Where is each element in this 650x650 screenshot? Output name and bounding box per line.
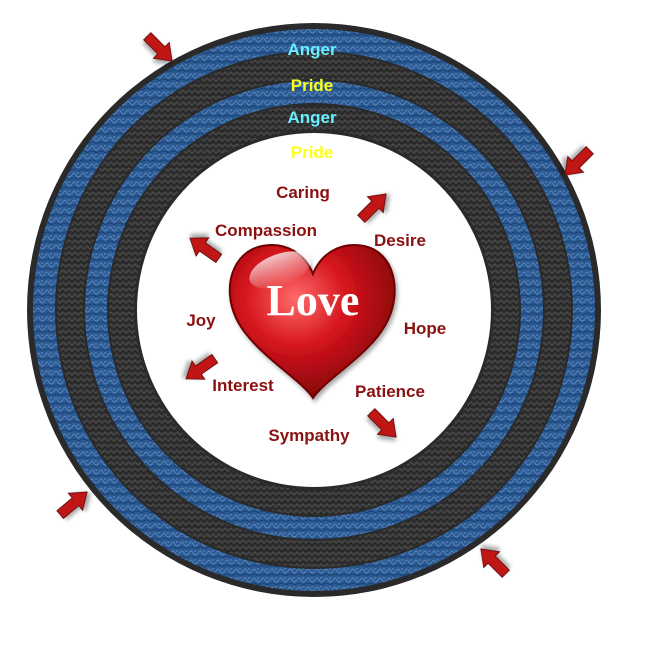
arrows [56,32,594,578]
arrow-icon [56,491,88,520]
emotion-caring: Caring [276,183,330,202]
emotion-patience: Patience [355,382,425,401]
ring-label-anger-inner: Anger [287,108,337,127]
arrow-icon [564,146,594,176]
emotion-hope: Hope [404,319,447,338]
arrow-icon [143,32,173,62]
emotion-interest: Interest [212,376,274,395]
ring-label-pride-outer: Pride [291,76,334,95]
arrow-icon [480,548,510,578]
arrow-icon [189,237,223,264]
ring-label-pride-inner: Pride [291,143,334,162]
emotion-sympathy: Sympathy [268,426,350,445]
ring-label-anger-outer: Anger [287,40,337,59]
emotion-joy: Joy [186,311,216,330]
arrow-icon [185,353,219,380]
inner-emotions: Caring Compassion Desire Joy Hope Intere… [186,183,446,445]
center-love-label: Love [267,276,360,325]
emotion-desire: Desire [374,231,426,250]
heart-icon [228,244,396,400]
arrow-icon [357,193,387,223]
emotion-compassion: Compassion [215,221,317,240]
ring-labels: Anger Pride Anger Pride [287,40,337,162]
arrow-icon [367,408,397,438]
